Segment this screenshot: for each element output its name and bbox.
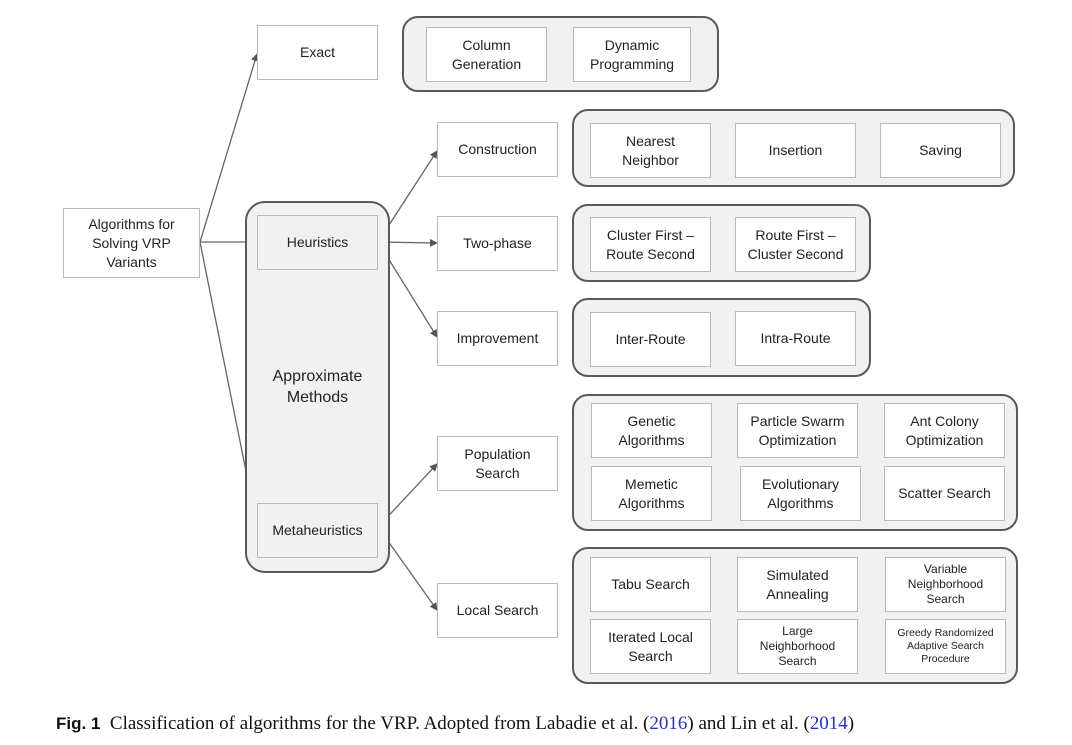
method-intra-route: Intra-Route xyxy=(735,311,856,366)
two-phase-node: Two-phase xyxy=(437,216,558,271)
citation-link-2014[interactable]: 2014 xyxy=(809,713,848,734)
citation-link-2016[interactable]: 2016 xyxy=(649,713,688,734)
caption-text-3: ) xyxy=(847,713,855,734)
local-search-node: Local Search xyxy=(437,583,558,638)
method-grasp: Greedy Randomized Adaptive Search Proced… xyxy=(885,619,1006,674)
figure-number: Fig. 1 xyxy=(56,714,101,733)
method-route-first: Route First – Cluster Second xyxy=(735,217,856,272)
improvement-node: Improvement xyxy=(437,311,558,366)
method-dynamic-programming: Dynamic Programming xyxy=(573,27,691,82)
method-genetic-algorithms: Genetic Algorithms xyxy=(591,403,712,458)
method-scatter-search: Scatter Search xyxy=(884,466,1005,521)
exact-node: Exact xyxy=(257,25,378,80)
arrow-root-to-exact xyxy=(199,53,259,243)
caption-text-2: ) and Lin et al. ( xyxy=(687,713,810,734)
approximate-methods-label: Approximate Methods xyxy=(272,368,363,406)
method-ant-colony: Ant Colony Optimization xyxy=(884,403,1005,458)
method-saving: Saving xyxy=(880,123,1001,178)
method-tabu-search: Tabu Search xyxy=(590,557,711,612)
method-variable-neighborhood-search: Variable Neighborhood Search xyxy=(885,557,1006,612)
caption-text-1: Classification of algorithms for the VRP… xyxy=(109,713,650,734)
method-insertion: Insertion xyxy=(735,123,856,178)
method-particle-swarm: Particle Swarm Optimization xyxy=(737,403,858,458)
method-memetic-algorithms: Memetic Algorithms xyxy=(591,466,712,521)
method-simulated-annealing: Simulated Annealing xyxy=(737,557,858,612)
figure-caption: Fig. 1 Classification of algorithms for … xyxy=(56,713,854,735)
population-search-node: Population Search xyxy=(437,436,558,491)
method-cluster-first: Cluster First – Route Second xyxy=(590,217,711,272)
method-large-neighborhood-search: Large Neighborhood Search xyxy=(737,619,858,674)
method-iterated-local-search: Iterated Local Search xyxy=(590,619,711,674)
heuristics-node: Heuristics xyxy=(257,215,378,270)
construction-node: Construction xyxy=(437,122,558,177)
root-node: Algorithms for Solving VRP Variants xyxy=(63,208,200,278)
method-column-generation: Column Generation xyxy=(426,27,547,82)
method-nearest-neighbor: Nearest Neighbor xyxy=(590,123,711,178)
method-inter-route: Inter-Route xyxy=(590,312,711,367)
metaheuristics-node: Metaheuristics xyxy=(257,503,378,558)
method-evolutionary-algorithms: Evolutionary Algorithms xyxy=(740,466,861,521)
